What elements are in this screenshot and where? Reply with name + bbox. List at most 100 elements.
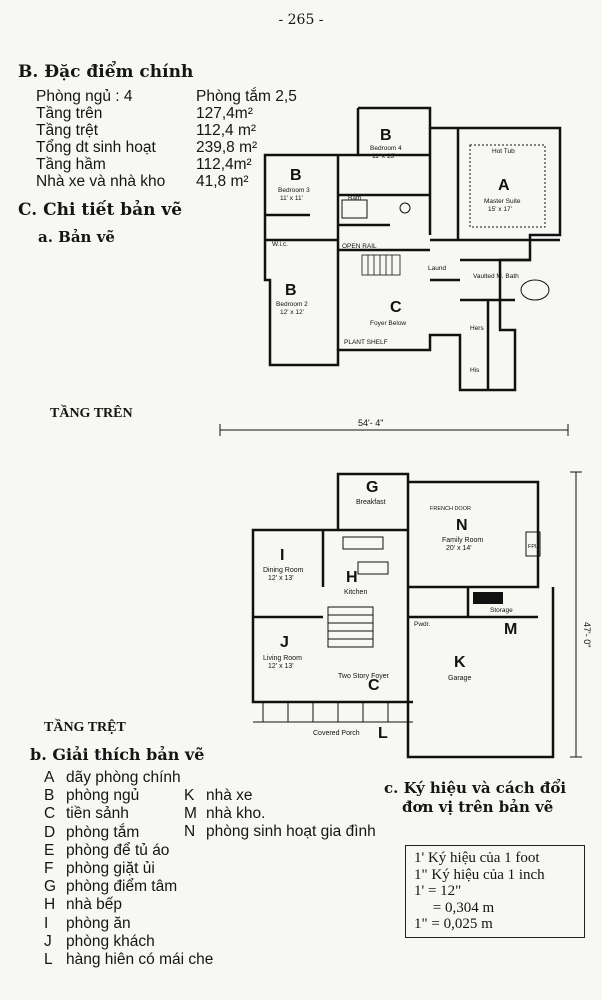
legend-key: I [44,914,49,932]
spec-value: 41,8 m² [196,173,249,190]
spec-value: 112,4m² [196,156,252,173]
storage-name: Storage [490,607,513,614]
legend-key: M [184,805,197,823]
hot-tub-label: Hot Tub [492,148,515,155]
storage-letter: M [504,621,517,638]
legend-key: A [44,769,55,786]
legend-key: B [44,787,55,805]
spec-value: 239,8 m² [196,139,258,156]
ground-floor-plan: 54'- 4" 47'- 0" G B [219,418,592,759]
dining-letter: I [280,547,284,564]
legend-text: nhà kho. [206,805,266,823]
spec-label: Tầng trệt [36,122,99,139]
legend-title: b. Giải thích bản vẽ [30,745,205,764]
legend-text: phòng điểm tâm [66,878,178,896]
legend-text: phòng tắm [66,823,140,841]
legend-text: nhà bếp [66,896,123,914]
garage-name: Garage [448,675,471,682]
garage-letter: K [454,654,466,671]
foyer-name-ground: Two Story Foyer [338,673,390,680]
living-letter: J [280,634,289,651]
plant-shelf-label: PLANT SHELF [344,339,388,346]
legend-key: J [44,932,52,950]
units-heading: c. Ký hiệu và cách đổi đơn vị trên bản v… [384,779,566,817]
family-letter: N [456,517,468,534]
sub-a-heading: a. Bản vẽ [38,228,115,246]
spec-value: 112,4 m² [196,122,257,139]
legend-key: L [44,951,53,969]
master-size: 15' x 17' [488,206,512,213]
master-name: Master Suite [484,198,521,205]
foyer-letter-ground: C [368,677,380,694]
living-name: Living Room [263,655,302,662]
bed4-name: Bedroom 4 [370,145,402,152]
legend-text: nhà xe [206,787,253,804]
bed4-letter: B [380,127,392,144]
spec-row: Nhà xe và nhà kho 41,8 m² [36,173,297,190]
family-name: Family Room [442,537,483,544]
units-line: 1' Ký hiệu của 1 foot [414,850,540,866]
legend-text: tiền sảnh [66,805,129,823]
units-line: 1" Ký hiệu của 1 inch [414,866,545,883]
dining-size: 12' x 13' [268,575,294,582]
units-line: 1' = 12" [414,883,462,899]
legend-key: C [44,805,56,823]
legend-text: hàng hiên có mái che [66,951,214,969]
legend-text: phòng để tủ áo [66,841,170,859]
spec-label: Tầng hầm [36,156,106,173]
bed4-size: 11' x 13' [372,153,395,160]
foyer-letter: C [390,299,402,316]
units-line: = 0,304 m [414,899,495,916]
units-line: 1" = 0,025 m [414,916,493,932]
foyer-name: Foyer Below [370,320,406,327]
section-b-title: Đặc điểm chính [44,62,194,82]
breakfast-name: Breakfast [356,499,386,506]
bed2-name: Bedroom 2 [276,301,308,308]
bed3-letter: B [290,167,302,184]
spec-row: Tầng hầm 112,4m² [36,156,297,173]
porch-letter: L [378,725,388,742]
units-box: 1' Ký hiệu của 1 foot 1" Ký hiệu của 1 i… [405,845,585,938]
spec-label: Tầng trên [36,105,103,122]
upper-floor-plan: B Bedroom 4 11' x 13' A Master Suite 15'… [263,106,562,392]
living-size: 12' x 13' [268,663,294,670]
legend-text: phòng sinh hoạt gia đình [206,823,376,841]
kitchen-name: Kitchen [344,589,367,596]
legend-key: E [44,841,55,859]
legend-text: phòng ngủ [66,787,140,805]
kitchen-letter: H [346,569,358,586]
ground-floor-caption: TẦNG TRỆT [44,720,126,735]
bed3-size: 11' x 11' [280,195,303,202]
master-letter: A [498,177,510,194]
legend-text: dãy phòng chính [66,769,181,786]
wic-label: W.i.c. [272,241,288,248]
section-b-marker: B. [18,62,39,82]
upper-floor-caption: TẦNG TRÊN [50,406,133,421]
legend-text: phòng ăn [66,914,131,932]
pwdr-label: Pwdr. [414,621,430,628]
mbath-label: Vaulted M. Bath [473,273,519,280]
hers-label: Hers [470,325,484,332]
spec-label: Nhà xe và nhà kho [36,173,166,190]
width-dimension: 54'- 4" [358,418,383,428]
spec-row: Tầng trệt 112,4 m² [36,122,297,139]
porch-name: Covered Porch [313,730,360,737]
page-number: - 265 - [278,12,324,28]
units-heading-line2: đơn vị trên bản vẽ [402,798,554,816]
bed2-size: 12' x 12' [280,309,304,316]
legend-key: F [44,860,54,878]
spec-value: Phòng tắm 2,5 [196,88,297,105]
breakfast-letter: G [366,479,378,496]
